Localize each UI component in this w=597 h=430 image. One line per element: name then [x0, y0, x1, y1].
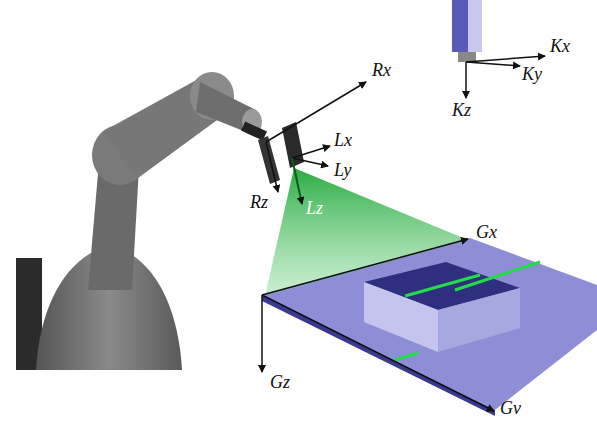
axis-label: Lz	[306, 198, 323, 218]
flange	[241, 121, 267, 140]
axis-label: Rx	[372, 60, 391, 80]
axis-label: Kx	[550, 36, 570, 56]
axis-label: Ly	[334, 160, 351, 180]
laser-line	[455, 262, 540, 290]
tool-nozzle	[458, 52, 476, 62]
axis-label: Gx	[476, 222, 497, 242]
tool-column	[468, 0, 482, 52]
sensor-arm	[258, 136, 280, 184]
tool-column	[452, 0, 468, 52]
axis-label: Ky	[522, 64, 542, 84]
axis-label: Gz	[270, 372, 290, 392]
box-front	[364, 282, 438, 352]
axis-label: Gv	[500, 398, 521, 418]
laser-axis	[292, 158, 302, 204]
axes	[262, 56, 545, 411]
axis-label: Kz	[452, 100, 471, 120]
axis-label: Rz	[250, 192, 268, 212]
box-side	[438, 288, 520, 352]
laser-line	[395, 353, 418, 360]
axis-label: Lx	[334, 130, 352, 150]
